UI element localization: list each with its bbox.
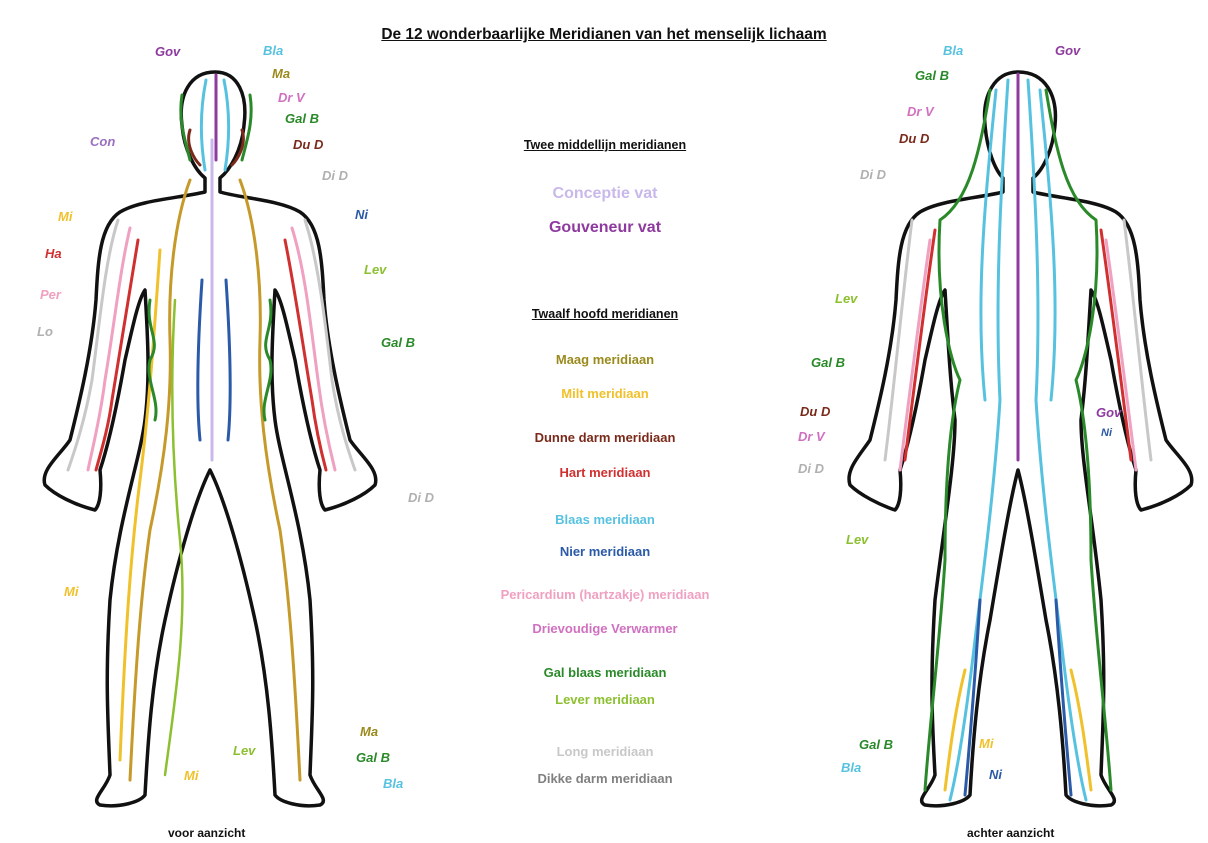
back-label-bla: Bla [943,43,963,58]
front-label-ni: Ni [355,207,368,222]
legend-conception: Conceptie vat [450,185,760,203]
legend-lung: Long meridiaan [450,744,760,759]
front-label-ma-2: Ma [360,724,378,739]
caption-front-view: voor aanzicht [168,826,245,840]
front-label-ha: Ha [45,246,62,261]
front-label-mi-2: Mi [64,584,78,599]
legend-gallbladder: Gal blaas meridiaan [450,665,760,680]
front-label-lev-2: Lev [233,743,255,758]
legend-triple-warmer: Drievoudige Verwarmer [450,621,760,636]
caption-back-view: achter aanzicht [967,826,1054,840]
legend-large-intestine: Dikke darm meridiaan [450,771,760,786]
back-label-mi: Mi [979,736,993,751]
front-label-did-2: Di D [408,490,434,505]
back-label-did: Di D [860,167,886,182]
back-label-lev-2: Lev [846,532,868,547]
front-label-galb: Gal B [285,111,319,126]
front-label-bla: Bla [263,43,283,58]
back-label-galb-2: Gal B [811,355,845,370]
front-label-lev: Lev [364,262,386,277]
back-label-ni: Ni [1101,427,1112,439]
legend-heading-main: Twaalf hoofd meridianen [450,307,760,321]
back-label-did-2: Di D [798,461,824,476]
back-label-dud: Du D [899,131,929,146]
legend-heading-midline: Twee middellijn meridianen [450,138,760,152]
front-label-bla-2: Bla [383,776,403,791]
front-label-con: Con [90,134,115,149]
legend-governor: Gouveneur vat [450,219,760,237]
front-label-did: Di D [322,168,348,183]
legend-small-intestine: Dunne darm meridiaan [450,430,760,445]
back-label-galb-3: Gal B [859,737,893,752]
back-label-ni-2: Ni [989,767,1002,782]
front-label-dud: Du D [293,137,323,152]
front-label-galb-3: Gal B [356,750,390,765]
legend-spleen: Milt meridiaan [450,386,760,401]
front-label-per: Per [40,287,61,302]
front-label-lo: Lo [37,324,53,339]
front-label-ma: Ma [272,66,290,81]
back-label-lev: Lev [835,291,857,306]
legend-stomach: Maag meridiaan [450,352,760,367]
back-label-gov-2: Gov [1096,405,1121,420]
front-label-mi-3: Mi [184,768,198,783]
back-body-outline [849,72,1192,806]
back-label-drv: Dr V [907,104,934,119]
legend-bladder: Blaas meridiaan [450,512,760,527]
front-label-galb-2: Gal B [381,335,415,350]
back-label-drv-2: Dr V [798,429,825,444]
legend-kidney: Nier meridiaan [450,544,760,559]
legend-heart: Hart meridiaan [450,465,760,480]
legend-liver: Lever meridiaan [450,692,760,707]
back-label-dud-2: Du D [800,404,830,419]
front-label-drv: Dr V [278,90,305,105]
legend-pericardium: Pericardium (hartzakje) meridiaan [450,587,760,602]
back-label-galb: Gal B [915,68,949,83]
back-label-gov: Gov [1055,43,1080,58]
back-kidney-line [965,600,1071,795]
front-label-mi: Mi [58,209,72,224]
back-label-bla-2: Bla [841,760,861,775]
front-label-gov: Gov [155,44,180,59]
